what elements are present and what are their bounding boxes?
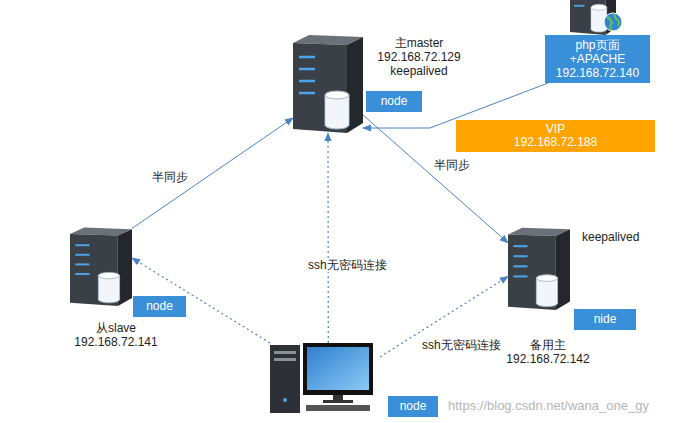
node-text: php页面+APACHE 192.168.72.140: [548, 38, 647, 80]
monitor-screen: [307, 347, 369, 390]
node-text: keepalived: [582, 230, 639, 244]
master-server: 主master 192.168.72.129 keepalivednode: [293, 33, 363, 133]
monitor-base: [323, 400, 353, 403]
computer-icon: [270, 343, 373, 413]
node-text: 从slave 192.168.72.141: [66, 321, 166, 349]
node-tag: node: [366, 91, 422, 112]
watermark: https://blog.csdn.net/wana_one_gy: [448, 398, 649, 413]
ssh-connector: [132, 258, 270, 343]
ssh-connector: [327, 133, 328, 343]
edge-label: ssh无密码连接: [306, 258, 389, 272]
edge-label: 半同步: [432, 158, 472, 172]
edge-label: ssh无密码连接: [420, 338, 503, 352]
keyboard: [306, 405, 370, 411]
backup-server: keepalivednide备用主 192.168.72.142: [508, 226, 570, 310]
node-tag: nide: [574, 309, 636, 330]
slave-server: node从slave 192.168.72.141: [70, 226, 132, 306]
monitor-stand: [333, 395, 343, 400]
slave-server-icon: [70, 228, 132, 306]
node-text: 备用主 192.168.72.142: [498, 338, 598, 366]
pc-drive: [274, 358, 296, 361]
backup-server-icon: [508, 228, 570, 310]
ssh-connector: [380, 276, 508, 357]
globe-icon: [604, 13, 622, 31]
sync-connector: [132, 118, 293, 228]
admin-computer: node: [270, 343, 380, 413]
vip-box: VIP 192.168.72.188: [456, 120, 655, 152]
edge-label: 半同步: [150, 170, 190, 184]
master-server-icon: [293, 35, 363, 133]
monitor-frame: [303, 343, 373, 395]
pc-drive: [274, 351, 296, 354]
globe-land: [607, 14, 619, 30]
node-tag: node: [133, 296, 186, 317]
node-text: VIP 192.168.72.188: [510, 123, 602, 149]
pc-light: [283, 398, 287, 402]
web-server-box: php页面+APACHE 192.168.72.140: [545, 35, 650, 83]
node-tag: node: [388, 396, 438, 417]
pc-tower: [270, 345, 300, 413]
node-text: 主master 192.168.72.129 keepalived: [368, 36, 470, 78]
